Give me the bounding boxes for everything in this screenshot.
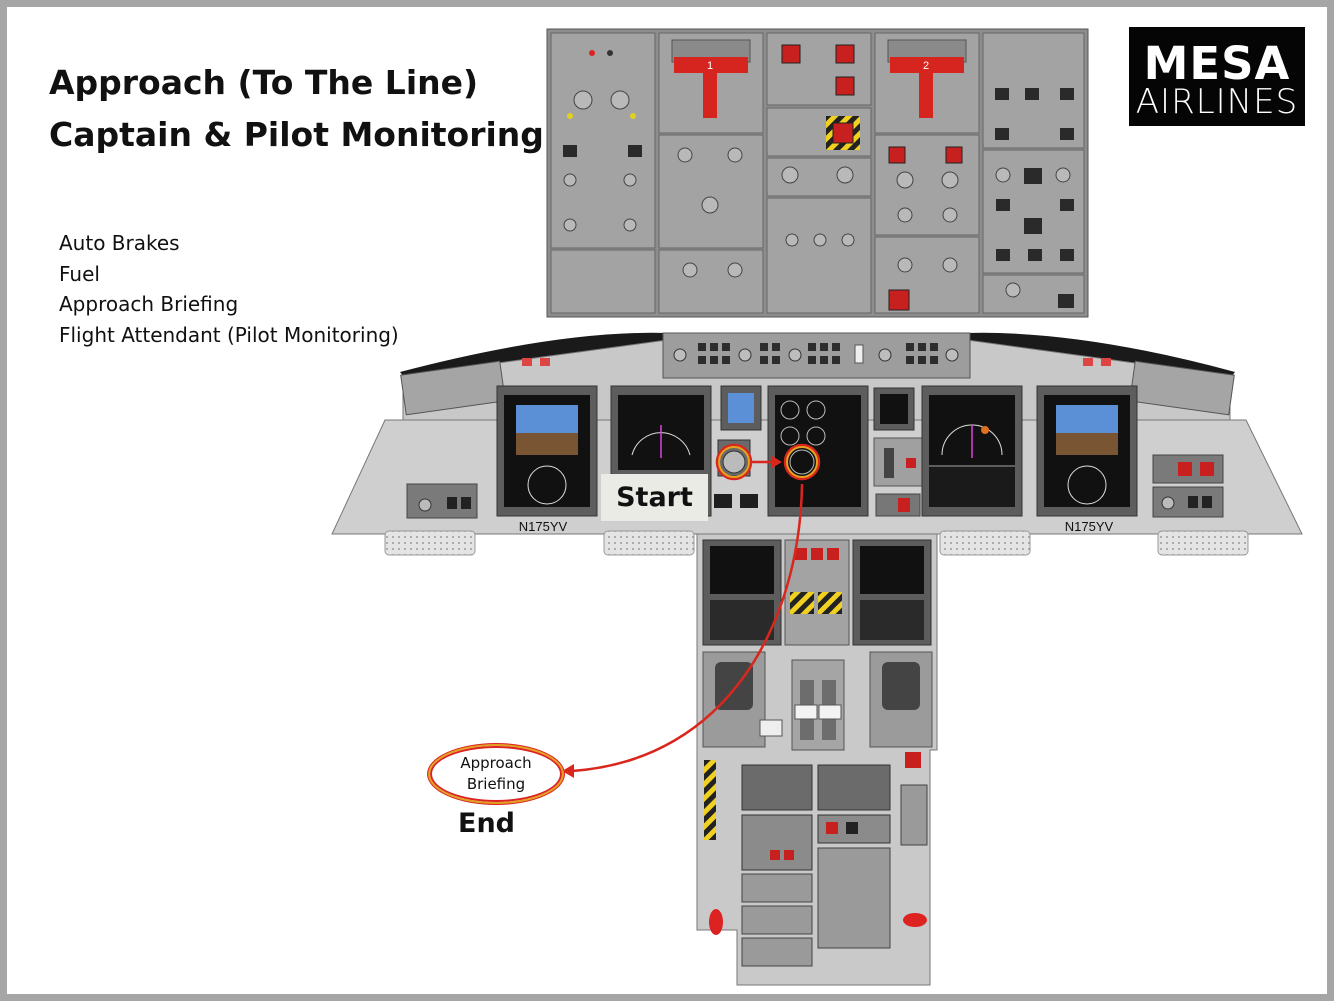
slat-flap-lever — [900, 784, 928, 846]
autobrake-highlight-circle — [715, 443, 753, 481]
checklist-item: Auto Brakes — [59, 231, 180, 255]
checklist-item: Fuel — [59, 261, 100, 286]
left-air-vent — [384, 530, 476, 556]
autobrake-selector-knob — [722, 450, 746, 474]
passenger-signs-panel — [658, 249, 764, 314]
end-label: End — [458, 808, 515, 839]
flow-arrows — [562, 456, 804, 778]
checklist-item: Approach Briefing — [59, 292, 239, 316]
fire-extinguisher-panel — [766, 32, 872, 106]
right-air-vent — [1157, 530, 1249, 556]
logo-text-mesa: MESA — [1143, 37, 1291, 90]
checklist-item: Flight Attendant (Pilot Monitoring) — [59, 322, 399, 347]
engine-1-handle-label: 1 — [707, 60, 713, 72]
right-efis-control-panel — [1129, 360, 1235, 416]
mesa-airlines-logo: MESA AIRLINES — [1129, 27, 1305, 126]
checklist: Auto Brakes Fuel Approach Briefing Fligh… — [59, 228, 399, 350]
center-pedestal — [696, 533, 938, 986]
arrow-fuel-to-briefing — [571, 483, 804, 773]
tail-number-right: N175YV — [1065, 519, 1114, 534]
center-right-air-vent — [939, 530, 1031, 556]
left-hazard-strip — [704, 760, 716, 840]
engine-2-fire-handle — [890, 57, 964, 73]
logo-text-airlines: AIRLINES — [1135, 82, 1299, 122]
approach-briefing-bubble: Approach Briefing — [428, 744, 564, 804]
cockpit-lights-panel — [550, 249, 656, 314]
left-efis-control-panel — [400, 360, 506, 416]
page-title-line-2: Captain & Pilot Monitoring — [49, 115, 544, 154]
start-label: Start — [601, 474, 708, 521]
page-title-line-1: Approach (To The Line) — [49, 63, 479, 102]
autopilot-guidance-panel — [662, 332, 971, 379]
tail-number-left: N175YV — [519, 519, 568, 534]
engine-1-fire-handle — [674, 57, 748, 73]
fuel-highlight-circle — [783, 443, 821, 481]
overhead-panel: 1 2 — [546, 28, 1089, 318]
glareshield — [400, 332, 1235, 421]
fuel-panel — [658, 134, 764, 249]
captain-audio-panel — [741, 764, 813, 811]
fuel-gauge — [789, 449, 815, 475]
engine-2-handle-label: 2 — [923, 60, 929, 72]
approach-briefing-line-1: Approach — [460, 754, 532, 772]
electric-panel — [550, 32, 656, 249]
first-officer-audio-panel — [817, 764, 891, 811]
center-left-air-vent — [603, 530, 695, 556]
pedestal-lower-left-panel — [741, 814, 813, 871]
external-lights-panel — [766, 197, 872, 314]
approach-briefing-line-2: Briefing — [466, 775, 526, 793]
